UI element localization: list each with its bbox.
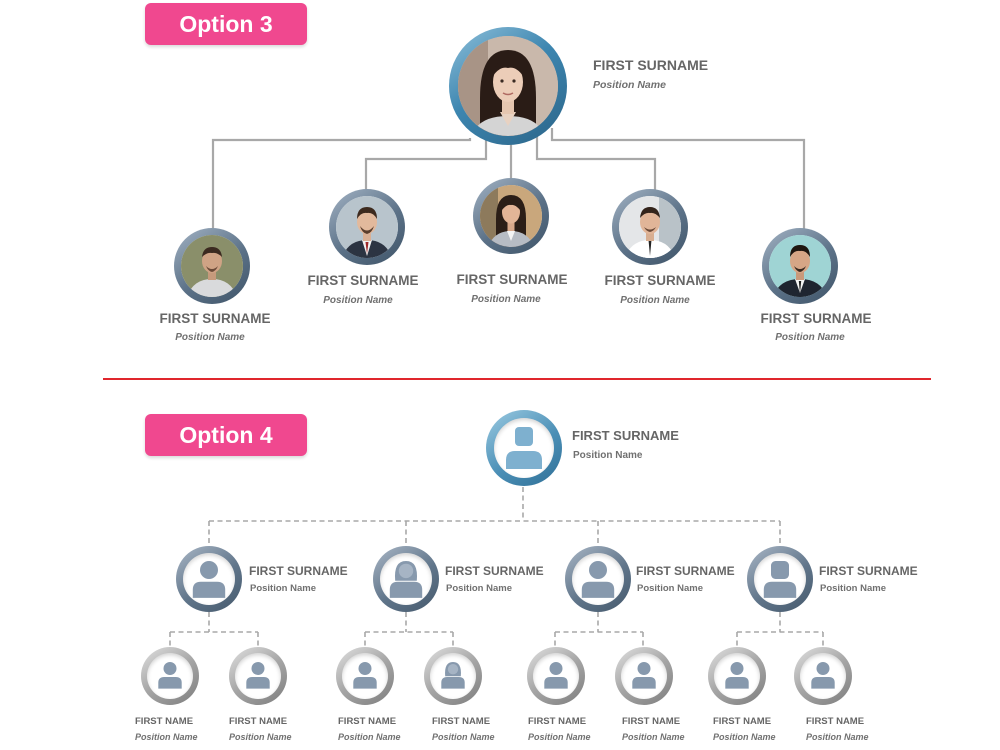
manager-name: FIRST SURNAME [636,564,735,578]
woman-portrait-icon [458,36,558,136]
woman-portrait-icon [480,185,542,247]
staff-name: FIRST NAME [229,716,288,727]
staff-avatar [141,647,199,705]
member-photo [762,228,838,304]
connector-line [364,136,488,191]
connector-line [736,631,824,648]
staff-position: Position Name [528,732,591,742]
manager-name: FIRST SURNAME [819,564,918,578]
member-position: Position Name [620,295,690,306]
staff-avatar [424,647,482,705]
staff-name: FIRST NAME [432,716,491,727]
top-person-photo [449,27,567,145]
staff-name: FIRST NAME [338,716,397,727]
user-icon [632,662,656,689]
member-position: Position Name [471,294,541,305]
user-icon [506,427,542,469]
staff-avatar [229,647,287,705]
member-name: FIRST SURNAME [760,311,872,326]
staff-position: Position Name [622,732,685,742]
connector-line [535,136,657,190]
manager-name: FIRST SURNAME [249,564,348,578]
member-name: FIRST SURNAME [604,273,716,288]
manager-name: FIRST SURNAME [445,564,544,578]
manager-avatar [373,546,439,612]
man-portrait-icon [619,196,681,258]
connector-line [364,631,454,648]
user-icon [192,561,226,598]
man-portrait-icon [769,235,831,297]
staff-avatar [527,647,585,705]
member-photo [329,189,405,265]
manager-position: Position Name [250,583,316,594]
connector-line [554,631,644,648]
option-4-badge: Option 4 [145,414,307,456]
member-position: Position Name [323,295,393,306]
user-icon [581,561,615,598]
section-divider [103,378,931,380]
staff-name: FIRST NAME [135,716,194,727]
top-person-position: Position Name [593,79,666,91]
member-name: FIRST SURNAME [456,272,568,287]
user-icon [763,561,797,598]
manager-position: Position Name [637,583,703,594]
manager-avatar [747,546,813,612]
staff-avatar [708,647,766,705]
user-icon [725,662,749,689]
staff-position: Position Name [713,732,776,742]
staff-avatar [336,647,394,705]
man-portrait-icon [181,235,243,297]
staff-position: Position Name [432,732,495,742]
member-photo [174,228,250,304]
manager-avatar [176,546,242,612]
manager-avatar [565,546,631,612]
connector-line [211,138,472,230]
connector-line [169,631,259,648]
user-icon [544,662,568,689]
female-user-icon [389,561,423,598]
member-name: FIRST SURNAME [307,273,419,288]
member-photo [612,189,688,265]
staff-avatar [794,647,852,705]
staff-position: Position Name [135,732,198,742]
female-user-icon [441,662,465,689]
member-position: Position Name [775,332,845,343]
man-portrait-icon [336,196,398,258]
member-name: FIRST SURNAME [159,311,271,326]
staff-name: FIRST NAME [528,716,587,727]
staff-position: Position Name [806,732,869,742]
manager-position: Position Name [446,583,512,594]
staff-position: Position Name [229,732,292,742]
member-photo [473,178,549,254]
staff-name: FIRST NAME [622,716,681,727]
manager-position: Position Name [820,583,886,594]
user-icon [158,662,182,689]
staff-avatar [615,647,673,705]
user-icon [811,662,835,689]
top-person-name: FIRST SURNAME [572,428,679,443]
connector-line [550,128,806,230]
top-person-name: FIRST SURNAME [593,57,709,73]
top-person-position: Position Name [573,450,643,461]
staff-name: FIRST NAME [713,716,772,727]
top-person-avatar [486,410,562,486]
user-icon [246,662,270,689]
option-3-badge: Option 3 [145,3,307,45]
member-position: Position Name [175,332,245,343]
staff-name: FIRST NAME [806,716,865,727]
staff-position: Position Name [338,732,401,742]
user-icon [353,662,377,689]
